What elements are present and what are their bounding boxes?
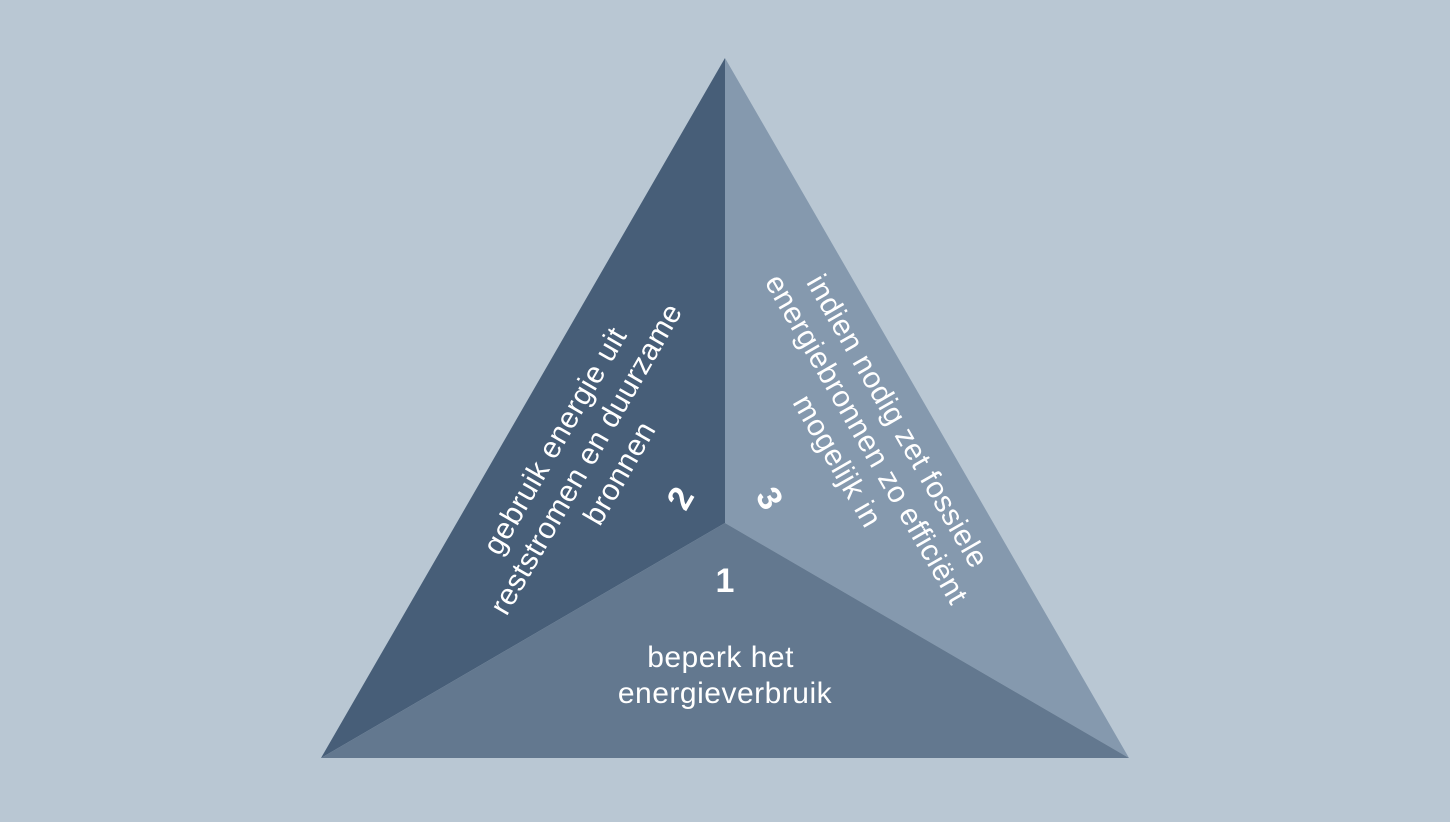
segment-1-line-2: energieverbruik — [618, 677, 833, 710]
segment-1-label: beperk het energieverbruik — [618, 641, 833, 710]
segment-2-shape — [321, 58, 725, 758]
segment-3-shape — [725, 58, 1129, 758]
segment-1-line-1: beperk het — [647, 641, 794, 674]
segment-1-number: 1 — [716, 562, 735, 600]
segment-1-shape — [321, 523, 1129, 758]
